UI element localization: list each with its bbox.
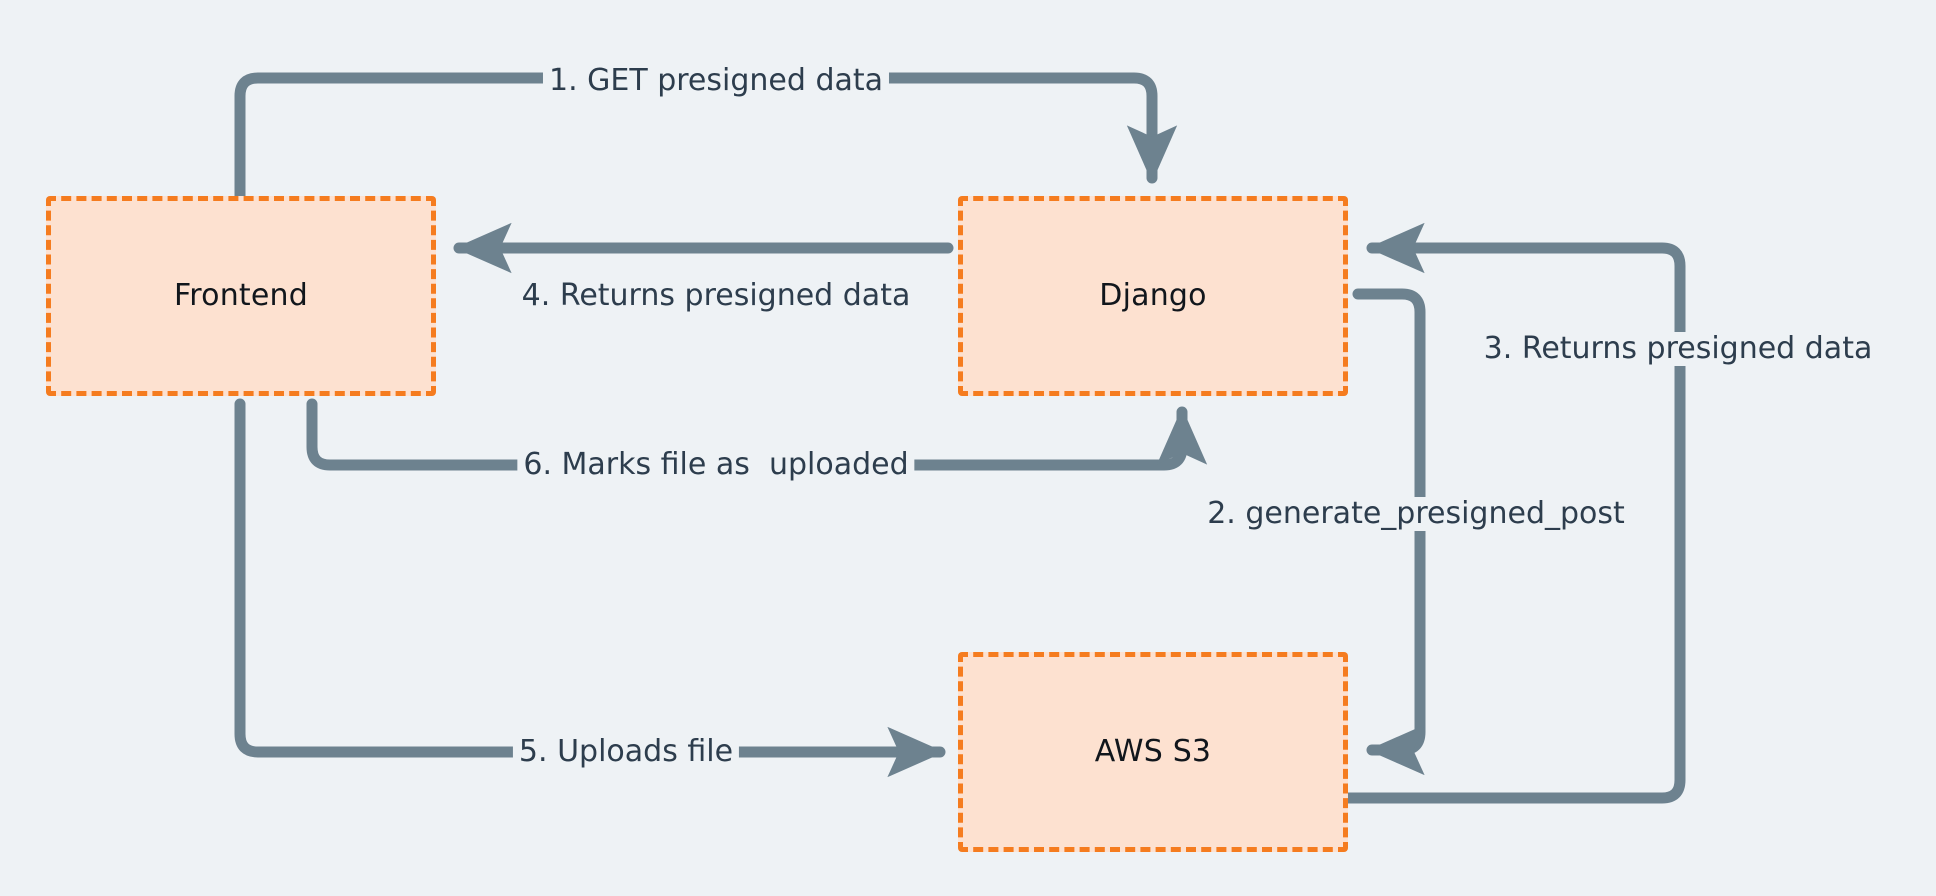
node-aws-s3[interactable]: AWS S3 [958,652,1348,852]
edge-path-5 [234,398,946,778]
edge-label-2-generate-presigned-post: 2. generate_presigned_post [1201,497,1631,531]
edge-label-1-get-presigned-data: 1. GET presigned data [542,64,890,98]
edge-path-3 [1342,222,1686,804]
node-django[interactable]: Django [958,196,1348,396]
edge-label-6-marks-file-as-uploaded: 6. Marks file as uploaded [517,448,915,482]
edge-label-4-returns-presigned-data: 4. Returns presigned data [515,279,917,313]
edge-label-3-returns-presigned-data: 3. Returns presigned data [1477,332,1879,366]
node-aws-s3-label: AWS S3 [1094,734,1212,769]
node-django-label: Django [1099,278,1207,313]
node-frontend[interactable]: Frontend [46,196,436,396]
node-frontend-label: Frontend [174,278,308,313]
edge-label-5-uploads-file: 5. Uploads file [512,735,740,769]
